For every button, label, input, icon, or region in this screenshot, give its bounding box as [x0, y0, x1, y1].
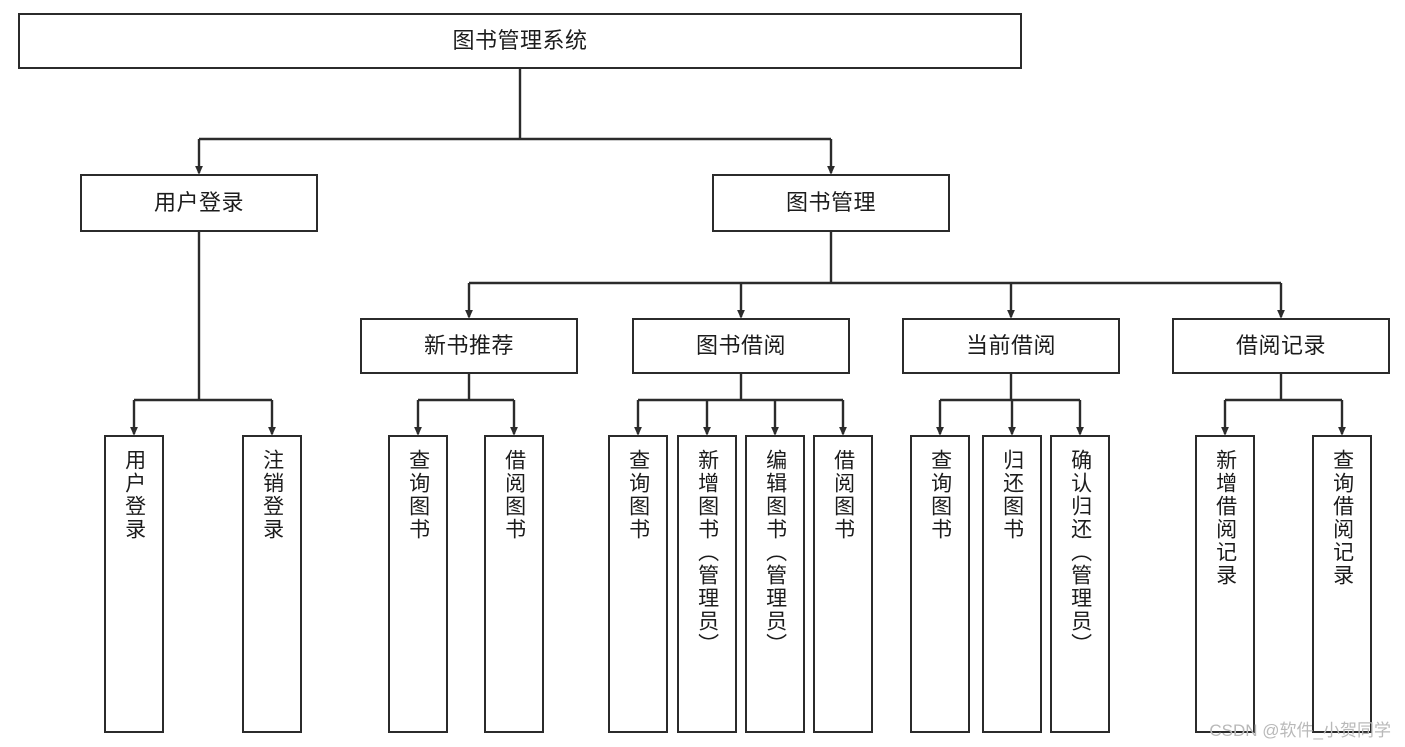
- node-leaf-bw-query[interactable]: 查询图书: [608, 435, 668, 733]
- node-label: 查询借阅记录: [1330, 449, 1354, 587]
- node-label: 借阅记录: [1235, 333, 1326, 359]
- node-label: 用户登录: [153, 190, 244, 216]
- node-leaf-nb-query[interactable]: 查询图书: [388, 435, 448, 733]
- node-leaf-cb-confirm[interactable]: 确认归还（管理员）: [1050, 435, 1110, 733]
- node-current[interactable]: 当前借阅: [902, 318, 1120, 374]
- node-leaf-rc-add[interactable]: 新增借阅记录: [1195, 435, 1255, 733]
- node-leaf-bw-edit[interactable]: 编辑图书（管理员）: [745, 435, 805, 733]
- node-records[interactable]: 借阅记录: [1172, 318, 1390, 374]
- node-label: 查询图书: [626, 449, 650, 541]
- node-leaf-bw-borrow[interactable]: 借阅图书: [813, 435, 873, 733]
- node-label: 新增借阅记录: [1213, 449, 1237, 587]
- node-leaf-user-login[interactable]: 用户登录: [104, 435, 164, 733]
- node-leaf-cb-return[interactable]: 归还图书: [982, 435, 1042, 733]
- node-label: 编辑图书（管理员）: [763, 449, 787, 656]
- node-label: 借阅图书: [831, 449, 855, 541]
- node-label: 借阅图书: [502, 449, 526, 541]
- node-label: 图书管理: [785, 190, 876, 216]
- node-leaf-user-logout[interactable]: 注销登录: [242, 435, 302, 733]
- node-label: 图书管理系统: [452, 28, 588, 54]
- node-leaf-rc-query[interactable]: 查询借阅记录: [1312, 435, 1372, 733]
- node-label: 新书推荐: [423, 333, 514, 359]
- node-newbook[interactable]: 新书推荐: [360, 318, 578, 374]
- node-leaf-cb-query[interactable]: 查询图书: [910, 435, 970, 733]
- node-label: 用户登录: [122, 449, 146, 541]
- node-label: 查询图书: [406, 449, 430, 541]
- node-label: 图书借阅: [695, 333, 786, 359]
- node-login[interactable]: 用户登录: [80, 174, 318, 232]
- node-root[interactable]: 图书管理系统: [18, 13, 1022, 69]
- node-label: 确认归还（管理员）: [1068, 449, 1092, 656]
- node-leaf-nb-borrow[interactable]: 借阅图书: [484, 435, 544, 733]
- node-label: 归还图书: [1000, 449, 1024, 541]
- node-label: 查询图书: [928, 449, 952, 541]
- node-borrow[interactable]: 图书借阅: [632, 318, 850, 374]
- node-label: 新增图书（管理员）: [695, 449, 719, 656]
- node-label: 当前借阅: [965, 333, 1056, 359]
- node-leaf-bw-add[interactable]: 新增图书（管理员）: [677, 435, 737, 733]
- watermark: CSDN @软件_小贺同学: [1209, 721, 1391, 740]
- node-label: 注销登录: [260, 449, 284, 541]
- node-bookmgmt[interactable]: 图书管理: [712, 174, 950, 232]
